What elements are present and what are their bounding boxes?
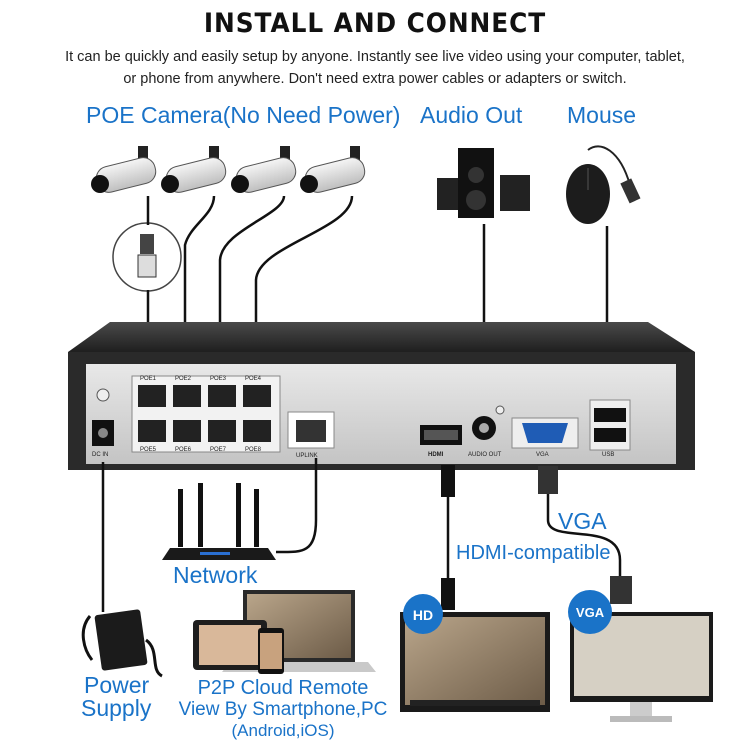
router-icon: [162, 483, 276, 560]
vga-badge: VGA: [576, 605, 605, 620]
poe-bottom-label: POE8: [245, 447, 262, 453]
usb-port-label: USB: [602, 452, 614, 458]
power-adapter-icon: [81, 609, 163, 678]
rj45-connector-icon: [112, 222, 182, 292]
audio-out-port-label: AUDIO OUT: [468, 452, 502, 458]
dc-in-label: DC IN: [92, 452, 108, 458]
vga-label: VGA: [558, 508, 607, 534]
speaker-icon: [437, 148, 530, 218]
camera-icon: [91, 146, 157, 193]
p2p-line-2: View By Smartphone,PC: [178, 699, 388, 720]
network-cable: [275, 458, 318, 554]
camera-icon: [231, 146, 297, 193]
page-subtitle: It can be quickly and easily setup by an…: [20, 46, 730, 90]
supply-label: Supply: [81, 695, 152, 721]
poe-top-label: POE3: [210, 376, 227, 382]
poe-top-label: POE4: [245, 376, 262, 382]
mouse-label: Mouse: [567, 102, 637, 128]
power-label: Power: [84, 672, 150, 698]
page-title: INSTALL AND CONNECT: [203, 8, 547, 39]
hdmi-port-label: HDMI: [428, 452, 444, 458]
camera-icon: [300, 146, 366, 193]
poe-bottom-label: POE7: [210, 447, 227, 453]
tablet-icon: [193, 620, 267, 670]
uplink-label: UPLINK: [296, 453, 318, 459]
audio-out-label: Audio Out: [420, 102, 523, 128]
network-label: Network: [173, 562, 258, 588]
vga-cable: [538, 466, 632, 604]
hd-monitor: HD: [400, 594, 550, 712]
nvr-recorder: [68, 322, 695, 470]
vga-monitor: VGA: [568, 590, 713, 722]
hdmi-cable: [441, 465, 455, 610]
hdmi-compatible-label: HDMI-compatible: [456, 542, 611, 564]
port-labels: POE1 POE2 POE3 POE4 POE5 POE6 POE7 POE8 …: [92, 376, 614, 459]
poe-top-label: POE1: [140, 376, 157, 382]
poe-bottom-label: POE6: [175, 447, 192, 453]
poe-bottom-label: POE5: [140, 447, 157, 453]
p2p-cloud-block: P2P Cloud Remote View By Smartphone,PC (…: [178, 677, 388, 741]
p2p-line-1: P2P Cloud Remote: [197, 677, 369, 699]
poe-top-label: POE2: [175, 376, 192, 382]
camera-group: [91, 146, 366, 193]
vga-port-label: VGA: [536, 452, 549, 458]
hd-badge: HD: [413, 607, 433, 623]
poe-camera-label: POE Camera(No Need Power): [86, 102, 401, 128]
mouse-icon: [566, 145, 641, 224]
smartphone-icon: [258, 628, 284, 674]
camera-icon: [161, 146, 227, 193]
p2p-line-3: (Android,iOS): [231, 721, 335, 740]
subtitle-line-1: It can be quickly and easily setup by an…: [65, 49, 685, 65]
subtitle-line-2: or phone from anywhere. Don't need extra…: [123, 71, 627, 87]
